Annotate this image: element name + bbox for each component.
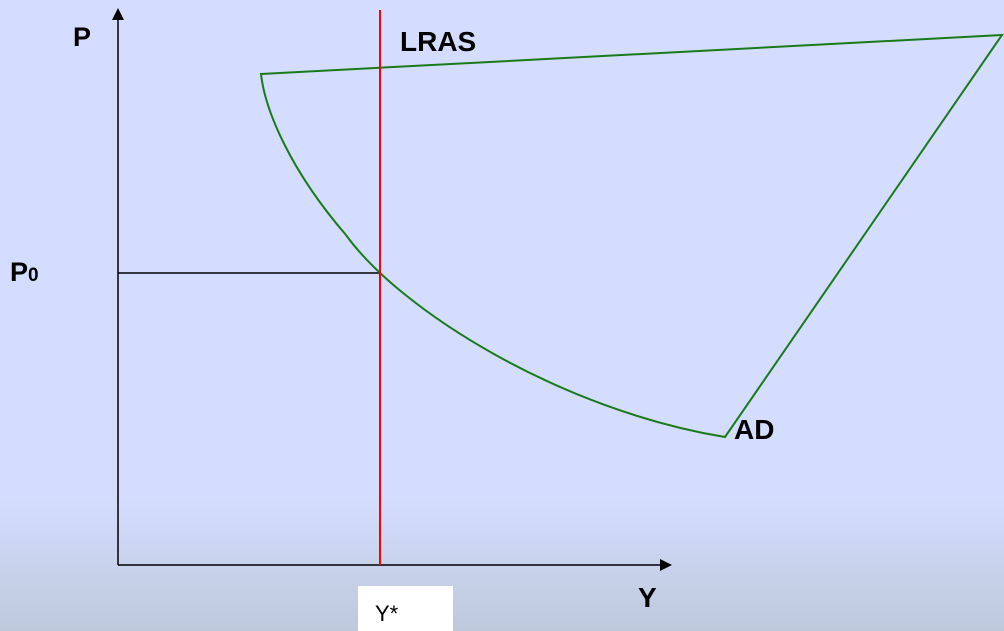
p0-label: P0 xyxy=(10,259,39,286)
p-axis-label: P xyxy=(73,22,92,52)
p0-label-subscript: 0 xyxy=(28,265,39,286)
ad-curve xyxy=(259,33,1004,439)
p0-label-main: P xyxy=(10,257,29,287)
ad-label: AD xyxy=(734,414,775,445)
y-axis-label: Y xyxy=(638,582,657,613)
lras-label: LRAS xyxy=(400,26,477,57)
y-star-label-box: Y* xyxy=(358,586,453,631)
y-star-label: Y* xyxy=(375,601,399,626)
